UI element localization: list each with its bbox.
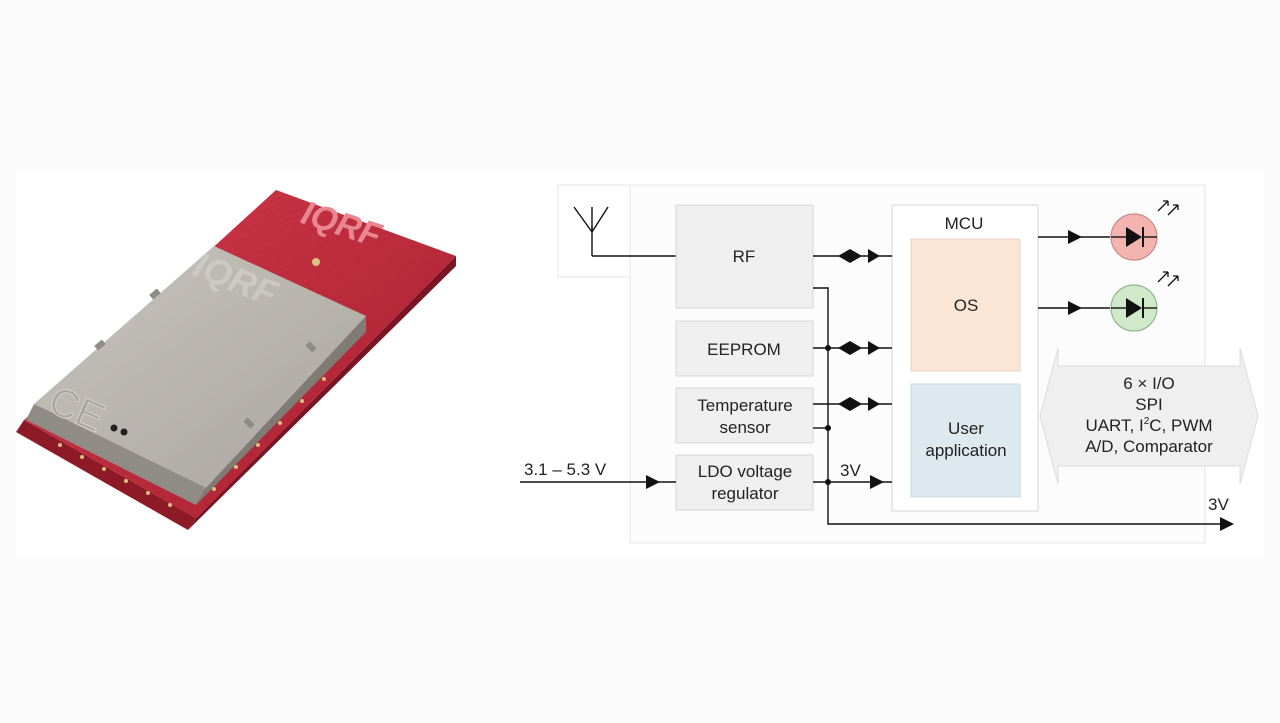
antenna-zone xyxy=(557,184,631,278)
edge-pads xyxy=(58,377,326,507)
io-double-arrow xyxy=(1039,347,1259,485)
pcb-side-right xyxy=(188,256,456,530)
io-line1: 6 × I/O xyxy=(1123,374,1175,393)
led-outputs xyxy=(1038,230,1110,315)
output-voltage-label: 3V xyxy=(1208,495,1229,514)
antenna-pad xyxy=(312,258,320,266)
io-line4: A/D, Comparator xyxy=(1085,437,1213,456)
ldo-label-line1: LDO voltage xyxy=(698,462,793,481)
os-label: OS xyxy=(954,296,979,315)
mcu-label: MCU xyxy=(945,214,984,233)
pin-hole xyxy=(120,428,128,436)
pin-hole xyxy=(110,424,118,432)
red-led-icon xyxy=(1110,200,1179,261)
shield-side-right xyxy=(196,316,366,505)
temperature-label-line2: sensor xyxy=(719,418,770,437)
internal-voltage-label: 3V xyxy=(840,461,861,480)
rf-label: RF xyxy=(733,247,756,266)
bus-connectors xyxy=(813,249,892,489)
user-app-label-line2: application xyxy=(925,441,1006,460)
eeprom-label: EEPROM xyxy=(707,340,781,359)
pcb-side xyxy=(16,420,196,530)
user-app-label-line1: User xyxy=(948,419,984,438)
antenna-icon xyxy=(573,206,676,257)
io-line2: SPI xyxy=(1135,395,1162,414)
input-voltage-label: 3.1 – 5.3 V xyxy=(524,460,607,479)
power-rail xyxy=(813,287,1234,531)
temperature-label-line1: Temperature xyxy=(697,396,792,415)
user-application-block xyxy=(910,383,1021,498)
ldo-label-line2: regulator xyxy=(711,484,778,503)
io-line3: UART, I2C, PWM xyxy=(1085,416,1212,435)
iqrf-module-illustration: IQRF IQRF CE xyxy=(16,190,456,530)
temperature-sensor-block xyxy=(675,387,814,444)
os-block xyxy=(910,238,1021,372)
block-diagram: RF EEPROM Temperature sensor LDO voltage… xyxy=(520,184,1259,544)
rf-block xyxy=(675,204,814,309)
green-led-icon xyxy=(1110,271,1179,332)
shield-side-left xyxy=(26,404,206,505)
